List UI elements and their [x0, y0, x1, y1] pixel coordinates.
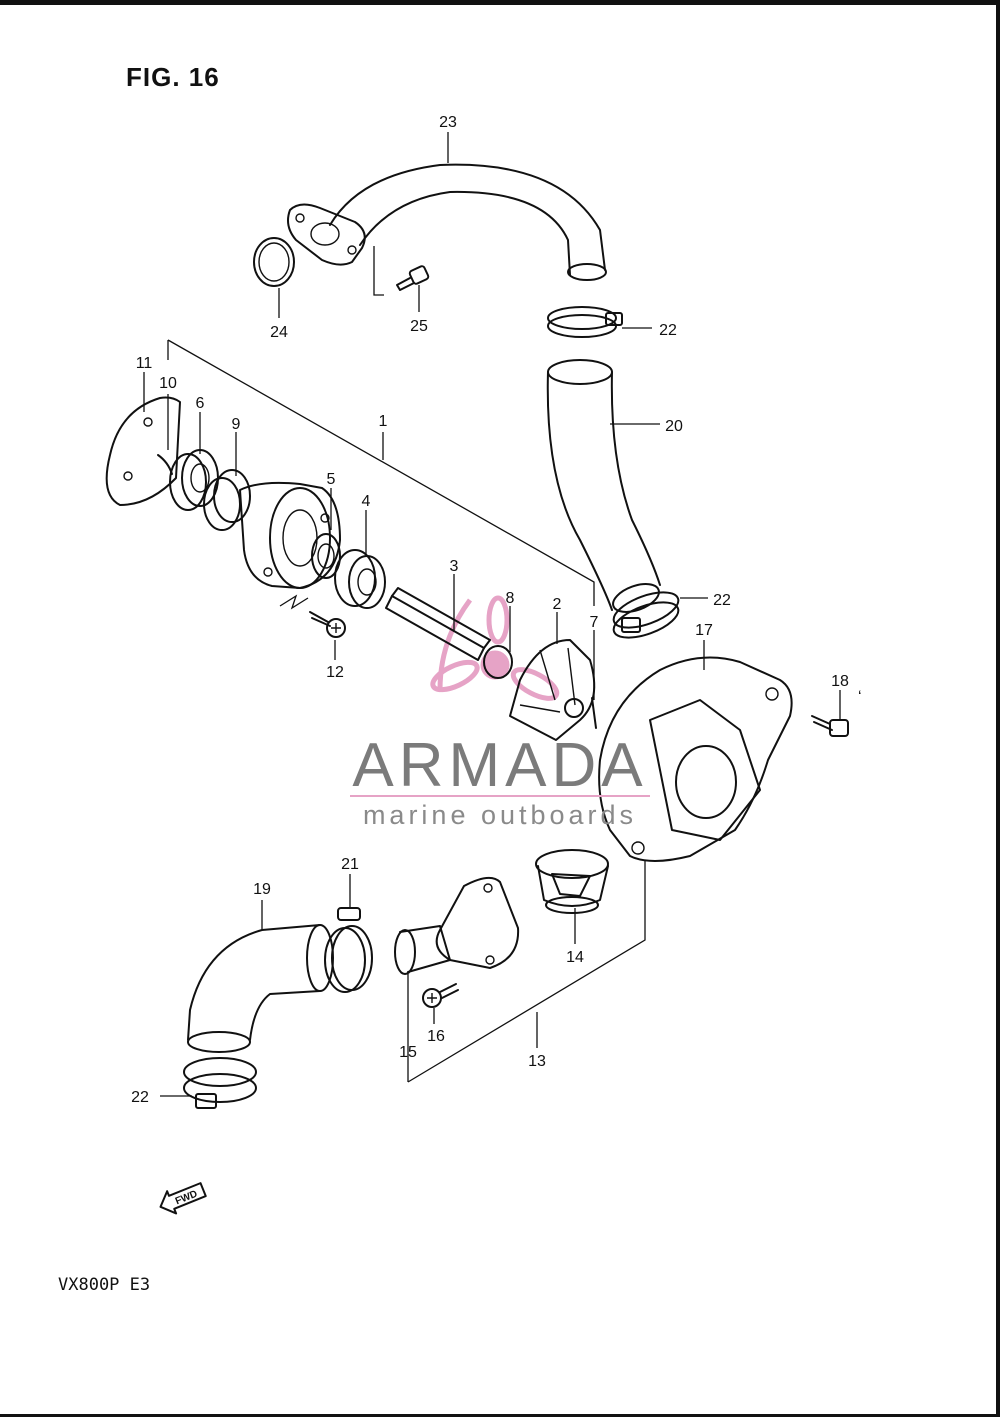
callout-9: 9 — [232, 416, 241, 433]
callout-11: 11 — [136, 355, 153, 372]
part-22-hose-clamp-middle — [612, 591, 680, 639]
part-16-screw — [422, 983, 459, 1008]
part-22-hose-clamp-lower — [183, 1057, 257, 1109]
watermark-tagline: marine outboards — [363, 800, 637, 830]
callout-17: 17 — [695, 622, 713, 639]
callout-8: 8 — [506, 590, 515, 607]
part-18-bolt — [811, 715, 849, 737]
callout-22-lower: 22 — [131, 1089, 149, 1106]
callout-18: 18 — [831, 673, 849, 690]
callout-3: 3 — [450, 558, 459, 575]
callout-14: 14 — [566, 949, 584, 966]
part-23-upper-pipe — [287, 163, 607, 281]
part-11-plate — [105, 396, 181, 506]
part-25-bolt — [396, 265, 430, 291]
part-22-hose-clamp-upper — [547, 306, 623, 338]
armada-propeller-logo-icon — [430, 595, 560, 701]
pump-housing — [239, 481, 341, 589]
callout-22-upper: 22 — [659, 322, 677, 339]
callout-1: 1 — [379, 413, 388, 430]
frame-right-border — [996, 0, 1000, 1417]
callout-15: 15 — [399, 1044, 417, 1061]
part-5-washer — [311, 533, 341, 579]
model-code-label: VX800P E3 — [58, 1275, 151, 1295]
watermark: ARMADA marine outboards — [350, 731, 650, 830]
part-19-elbow-hose — [187, 924, 334, 1053]
callout-4: 4 — [362, 493, 371, 510]
part-3-shaft — [385, 587, 513, 679]
part-2-impeller — [509, 639, 596, 741]
svg-text:ʻ: ʻ — [858, 689, 862, 706]
frame-bottom-border — [0, 1414, 1000, 1417]
watermark-name: ARMADA — [352, 731, 647, 800]
part-10-circlip — [157, 454, 173, 475]
callout-25: 25 — [410, 318, 428, 335]
part-6-bearing — [169, 449, 219, 511]
callout-5: 5 — [327, 471, 336, 488]
callout-23: 23 — [439, 114, 457, 131]
callout-labels: 1 2 3 4 5 6 7 8 9 10 11 12 13 14 15 16 1… — [131, 114, 849, 1106]
callout-6: 6 — [196, 395, 205, 412]
callout-13: 13 — [528, 1053, 546, 1070]
figure-title: FIG. 16 — [126, 62, 220, 92]
part-14-thermostat — [535, 849, 609, 914]
callout-24: 24 — [270, 324, 288, 341]
part-12-screw — [309, 611, 346, 638]
part-15-thermostat-housing — [394, 876, 520, 975]
callout-22-middle: 22 — [713, 592, 731, 609]
part-7-pin — [591, 697, 597, 729]
frame-top-border — [0, 0, 1000, 5]
callout-7: 7 — [590, 614, 599, 631]
part-24-o-ring — [253, 237, 295, 287]
callout-21: 21 — [341, 856, 359, 873]
callout-20: 20 — [665, 418, 683, 435]
callout-2: 2 — [553, 596, 562, 613]
leader-lines — [143, 132, 841, 1097]
part-17-pump-cover — [598, 656, 793, 862]
callout-10: 10 — [159, 375, 177, 392]
part-4-mechanical-seal — [334, 549, 386, 609]
callout-12: 12 — [326, 664, 344, 681]
arrow-fwd-icon: FWD — [159, 1182, 207, 1215]
callout-19: 19 — [253, 881, 271, 898]
part-20-middle-hose — [546, 359, 661, 613]
callout-16: 16 — [427, 1028, 445, 1045]
